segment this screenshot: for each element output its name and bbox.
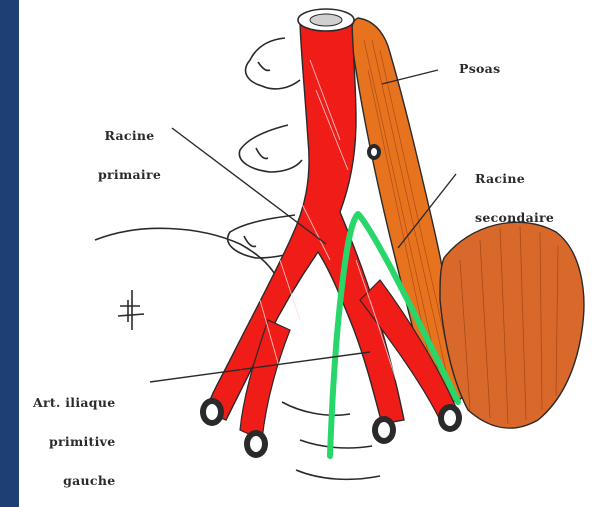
label-art-iliaque-line3: gauche	[33, 474, 116, 487]
label-racine-primaire: Racine primaire	[98, 103, 161, 207]
vertebra-2	[239, 125, 302, 172]
pelvis-outline	[95, 228, 282, 292]
leader-racine-primaire	[172, 128, 326, 244]
label-art-iliaque: Art. iliaque primitive gauche	[33, 370, 116, 507]
label-racine-primaire-line2: primaire	[98, 168, 161, 181]
label-racine-primaire-line1: Racine	[98, 129, 161, 142]
vertebra-1	[246, 38, 300, 89]
label-racine-secondaire-line2: secondaire	[475, 211, 554, 224]
label-racine-secondaire-line1: Racine	[475, 172, 554, 185]
label-art-iliaque-line1: Art. iliaque	[33, 396, 116, 409]
label-art-iliaque-line2: primitive	[33, 435, 116, 448]
label-psoas: Psoas	[459, 62, 500, 75]
anatomy-illustration: Psoas Racine primaire Racine secondaire …	[19, 0, 599, 507]
label-racine-secondaire: Racine secondaire	[475, 146, 554, 250]
sacrum-marks	[118, 290, 144, 330]
gluteal-muscle	[440, 222, 584, 428]
